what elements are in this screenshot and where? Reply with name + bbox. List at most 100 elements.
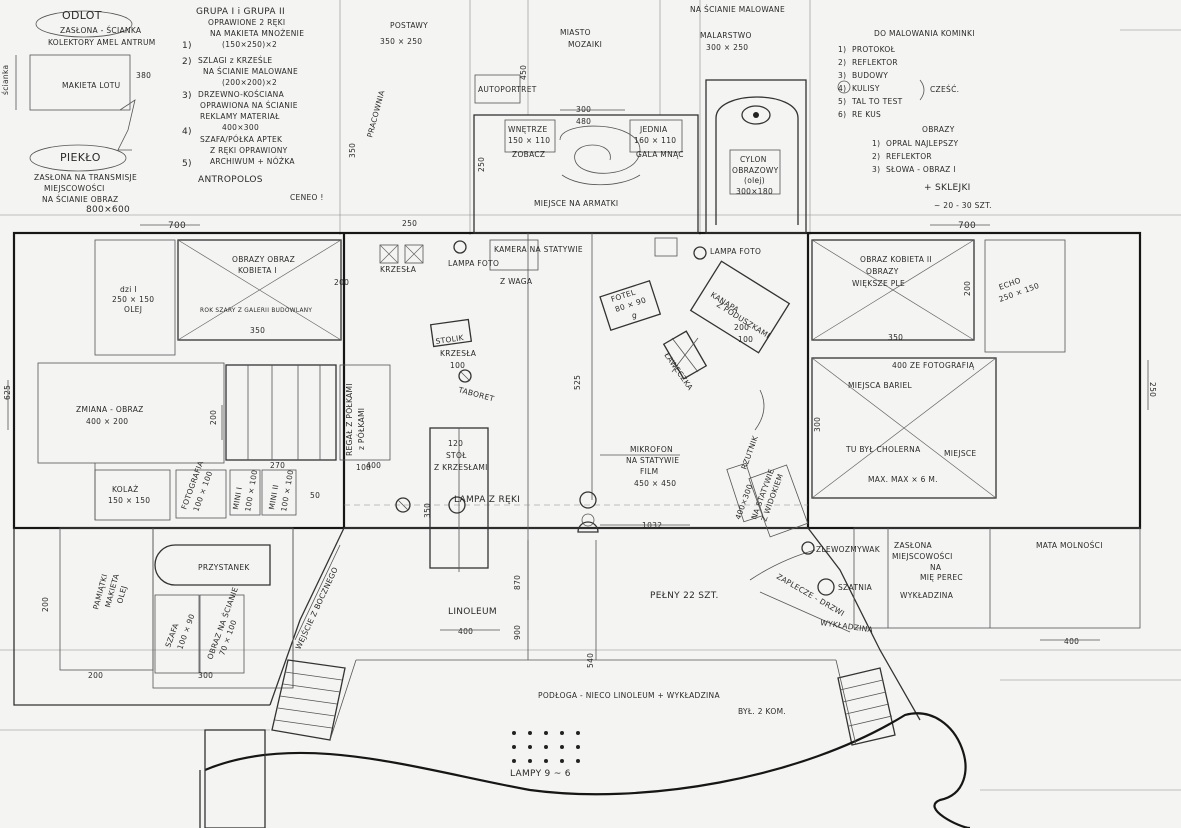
dim-870: 870 <box>513 575 522 590</box>
right-item-4: KULISY <box>852 84 880 93</box>
right-num-6: 6) <box>838 110 846 119</box>
right-brace: CZEŚĆ. <box>930 85 959 94</box>
dzi: dzi I <box>120 285 137 294</box>
obraz-kobieta: OBRAZ KOBIETA II <box>860 255 932 264</box>
pieklo-desc-1: ZASŁONA NA TRANSMISJE <box>34 173 137 182</box>
mikrofon: MIKROFON <box>630 445 673 454</box>
mikrofon-b: NA STATYWIE <box>626 456 679 465</box>
g4-c: ARCHIWUM + NÓŻKA <box>210 157 295 166</box>
dim-400: 400 <box>1064 637 1079 646</box>
mini-a-dim: 100 × 100 <box>243 469 259 512</box>
dim-200b: 200 <box>209 410 218 425</box>
reference-lines <box>0 0 1181 791</box>
stolik: STOLIK <box>435 333 465 346</box>
stolik-b: KRZESŁA <box>440 349 477 358</box>
wnetrze-dim: 150 × 110 <box>508 136 550 145</box>
svg-text:3): 3) <box>182 91 192 101</box>
fotografia: 400 ZE FOTOGRAFIĄ <box>892 361 975 370</box>
dim-400: 400 <box>458 627 473 636</box>
g1-c: (150×250)×2 <box>222 40 277 49</box>
main-walls <box>12 79 1142 530</box>
obrazy-item-2: REFLEKTOR <box>886 152 932 161</box>
dim-300: 300 <box>813 417 822 432</box>
dim-480: 480 <box>576 117 591 126</box>
obrazy-obr: OBRAZY OBRAZ <box>232 255 295 264</box>
zmiana: ZMIANA - OBRAZ <box>76 405 144 414</box>
lower-left-items <box>154 544 341 674</box>
dim-525: 525 <box>573 375 582 390</box>
jednia-b: GALA MNĄC <box>636 150 684 159</box>
dim-625: 625 <box>3 385 12 400</box>
pieklo-desc-2: MIEJSCOWOŚCI <box>44 184 105 193</box>
kanapa-dim-b: 100 <box>738 335 753 344</box>
lampy: LAMPY 9 ~ 6 <box>510 769 571 779</box>
g2-c: (200×200)×2 <box>222 78 277 87</box>
obrazy-obr-b: KOBIETA I <box>238 266 277 275</box>
wykladzina-f: WYKŁADZINA <box>900 591 954 600</box>
stol-c: Z KRZESŁAMI <box>434 463 488 472</box>
stol-a: 120 <box>448 439 463 448</box>
mikrofon-dim: 450 × 450 <box>634 479 676 488</box>
center-items <box>379 237 851 633</box>
stolik-c: 100 <box>450 361 465 370</box>
wnetrze: WNĘTRZE <box>508 125 548 134</box>
pelny: PEŁNY 22 SZT. <box>650 591 719 601</box>
miasto-b: MOZAIKI <box>568 40 602 49</box>
wejscie: WEJŚCIE Z BOCZNEGO <box>294 565 340 650</box>
zlewozmywak: ZLEWOZMYWAK <box>816 545 881 554</box>
center-text: KRZESŁA LAMPA FOTO KAMERA NA STATYWIE Z … <box>380 245 881 779</box>
g1-b: NA MAKIETA MNOŻENIE <box>210 29 304 38</box>
mata: MATA MOLNOŚCI <box>1036 541 1103 550</box>
lower-outline <box>13 527 1141 721</box>
jednia: JEDNIA <box>639 125 668 134</box>
cylon: CYLON <box>740 155 767 164</box>
pieklo-dim: 800×600 <box>86 205 130 215</box>
kolaz-dim: 150 × 150 <box>108 496 150 505</box>
jednia-dim: 160 × 110 <box>634 136 676 145</box>
mikrofon-c: FILM <box>640 467 658 476</box>
right-num-1: 1) <box>838 45 846 54</box>
kolaz: KOLAŻ <box>112 485 139 494</box>
right-num-5: 5) <box>838 97 846 106</box>
dim-300: 300 <box>198 671 213 680</box>
dim-250: 250 <box>402 219 417 228</box>
podloga-b: BYŁ. 2 KOM. <box>738 707 786 716</box>
right-wing-items <box>811 239 1066 499</box>
miejsce: MIEJSCE <box>944 449 976 458</box>
g1-a: OPRAWIONE 2 RĘKI <box>208 18 285 27</box>
svg-text:2): 2) <box>182 57 192 67</box>
dim-1032: 1032 <box>642 521 662 530</box>
lamp-dots <box>512 731 580 763</box>
odlot-desc: ZASŁONA - ŚCIANKA <box>60 26 142 35</box>
dim-270: 270 <box>270 461 285 470</box>
pieklo-desc-3: NA ŚCIANIE OBRAZ <box>42 195 118 204</box>
szafa-a-dim: 100 × 90 <box>175 613 196 651</box>
dim-900: 900 <box>513 625 522 640</box>
antropolis-b: CENEO ! <box>290 193 324 202</box>
kamera-b: Z WAGA <box>500 277 533 286</box>
kanapa-dim: 200 <box>734 323 749 332</box>
fotel-b: g <box>632 311 637 320</box>
laweczka: ŁAWECZKA <box>662 350 695 392</box>
dzi-dim: 250 × 150 <box>112 295 154 304</box>
cylon-c: (olej) <box>744 176 765 185</box>
dim-450: 450 <box>519 65 528 80</box>
dim-200d: 200 <box>88 671 103 680</box>
wykladzina-b: ZASŁONA <box>894 541 933 550</box>
dim-350: 350 <box>888 333 903 342</box>
right-list-marks <box>837 79 925 101</box>
dim-300: 300 <box>576 105 591 114</box>
dim-700-left: 700 <box>168 221 186 231</box>
mini-a: MINI I <box>231 486 244 510</box>
dim-200: 200 <box>334 278 349 287</box>
obrazy: OBRAZY <box>866 267 899 276</box>
right-item-3: BUDOWY <box>852 71 888 80</box>
sklejki: + SKLEJKI <box>924 183 971 193</box>
right-item-1: PROTOKOŁ <box>852 45 896 54</box>
obrazy-obr-c: ROK SZARY Z GALERII BUDOWLANY <box>200 308 312 314</box>
postawy: POSTAWY <box>390 21 428 30</box>
cylon-b: OBRAZOWY <box>732 166 779 175</box>
zmiana-dim: 400 × 200 <box>86 417 128 426</box>
odlot-title: ODLOT <box>62 9 102 22</box>
regal: REGAŁ Z PÓŁKAMI <box>345 383 354 456</box>
